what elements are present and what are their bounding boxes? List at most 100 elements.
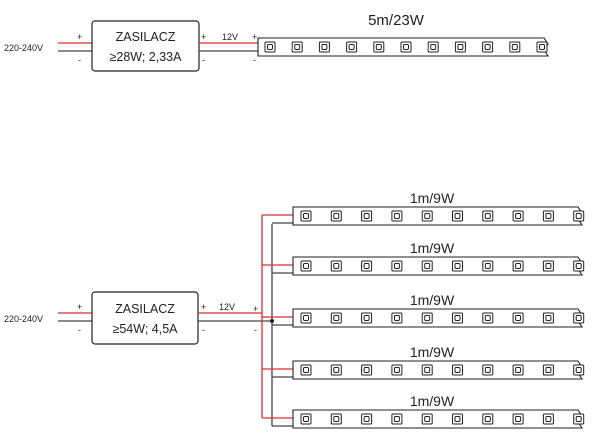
c2-output-voltage-label: 12V bbox=[219, 302, 235, 312]
c2-led-chip bbox=[512, 210, 524, 222]
c2-led-chip bbox=[391, 210, 403, 222]
c1-led-chip bbox=[454, 41, 466, 53]
c2-led-group bbox=[300, 260, 585, 272]
c2-led-chip bbox=[391, 260, 403, 272]
c1-strip-label: 5m/23W bbox=[368, 12, 425, 29]
c2-led-chip bbox=[512, 312, 524, 324]
c2-led-chip bbox=[573, 413, 585, 425]
c2-led-chip bbox=[482, 413, 494, 425]
c2-power-supply-rating: ≥54W; 4,5A bbox=[113, 322, 179, 336]
c2-led-chip bbox=[573, 364, 585, 376]
c2-led-chip bbox=[482, 312, 494, 324]
c2-led-chip bbox=[330, 364, 342, 376]
circuit-2: 220-240V + - ZASILACZ ≥54W; 4,5A + - 12V… bbox=[4, 190, 585, 429]
c1-led-chip bbox=[509, 41, 521, 53]
c2-led-chip bbox=[452, 413, 463, 425]
c2-led-chip bbox=[482, 364, 494, 376]
c2-led-chip bbox=[421, 413, 433, 425]
c2-strip-row: 1m/9W bbox=[262, 240, 585, 276]
c2-input-voltage-label: 220-240V bbox=[4, 314, 43, 324]
c2-bus-minus-sign: - bbox=[254, 325, 257, 335]
circuit-1: 220-240V + - ZASILACZ ≥28W; 2,33A + - 12… bbox=[4, 12, 550, 72]
c2-led-chip bbox=[452, 364, 463, 376]
c2-led-chip bbox=[391, 312, 403, 324]
c2-led-group bbox=[300, 364, 585, 376]
c1-led-chip bbox=[346, 41, 358, 53]
c2-led-chip bbox=[512, 260, 524, 272]
c2-led-group bbox=[300, 312, 585, 324]
c2-led-chip bbox=[300, 364, 312, 376]
c2-led-chip bbox=[542, 364, 554, 376]
c2-strip-label: 1m/9W bbox=[410, 292, 455, 308]
c2-led-group bbox=[300, 413, 585, 425]
c2-led-chip bbox=[512, 413, 524, 425]
c2-led-chip bbox=[452, 210, 463, 222]
c2-led-chip bbox=[330, 413, 342, 425]
c2-output-minus-sign: - bbox=[202, 325, 205, 335]
c1-led-chip bbox=[427, 41, 439, 53]
c2-led-chip bbox=[542, 210, 554, 222]
c2-output-plus-sign: + bbox=[201, 302, 206, 312]
c1-led-chip bbox=[373, 41, 385, 53]
c1-led-chip bbox=[482, 41, 494, 53]
c2-led-chip bbox=[421, 260, 433, 272]
c2-strip-label: 1m/9W bbox=[410, 190, 455, 206]
c1-input-minus-sign: - bbox=[78, 55, 81, 65]
c1-led-chip bbox=[291, 41, 303, 53]
c2-led-chip bbox=[361, 210, 373, 222]
c1-input-voltage-label: 220-240V bbox=[4, 43, 43, 53]
c1-led-chip bbox=[318, 41, 330, 53]
c2-strip-group: 1m/9W 1m/9W 1m/9W 1m/9W 1m/9W bbox=[262, 190, 585, 429]
c2-led-chip bbox=[361, 413, 373, 425]
c2-led-chip bbox=[573, 260, 585, 272]
c2-led-chip bbox=[361, 312, 373, 324]
c2-junction-dot bbox=[270, 319, 274, 323]
c2-led-chip bbox=[482, 260, 494, 272]
c2-led-chip bbox=[330, 260, 342, 272]
c1-led-chip bbox=[264, 41, 276, 53]
c2-strip-row: 1m/9W bbox=[262, 393, 585, 429]
c2-strip-label: 1m/9W bbox=[410, 393, 455, 409]
c2-led-chip bbox=[452, 312, 463, 324]
c2-power-supply-title: ZASILACZ bbox=[115, 302, 175, 316]
c2-strip-row: 1m/9W bbox=[262, 344, 585, 380]
c2-led-group bbox=[300, 210, 585, 222]
c2-led-chip bbox=[391, 364, 403, 376]
c2-strip-row: 1m/9W bbox=[262, 190, 585, 226]
c1-input-plus-sign: + bbox=[77, 32, 82, 42]
c2-led-chip bbox=[573, 210, 585, 222]
c1-led-chip bbox=[400, 41, 412, 53]
c2-led-chip bbox=[300, 312, 312, 324]
c1-output-minus-sign: - bbox=[202, 55, 205, 65]
c1-power-supply-rating: ≥28W; 2,33A bbox=[110, 50, 183, 64]
c2-led-chip bbox=[300, 260, 312, 272]
c2-led-chip bbox=[452, 260, 463, 272]
c2-led-chip bbox=[300, 413, 312, 425]
c2-led-chip bbox=[421, 312, 433, 324]
c2-led-chip bbox=[542, 413, 554, 425]
c2-input-minus-sign: - bbox=[78, 325, 81, 335]
c1-strip-plus-sign: + bbox=[252, 32, 257, 42]
c2-led-chip bbox=[421, 364, 433, 376]
c2-led-chip bbox=[391, 413, 403, 425]
c1-power-supply-title: ZASILACZ bbox=[116, 30, 176, 44]
c2-led-chip bbox=[573, 312, 585, 324]
c2-led-chip bbox=[482, 210, 494, 222]
c2-led-chip bbox=[330, 312, 342, 324]
c1-power-supply-box bbox=[91, 20, 200, 72]
c2-led-chip bbox=[512, 364, 524, 376]
c2-input-plus-sign: + bbox=[77, 302, 82, 312]
c2-strip-label: 1m/9W bbox=[410, 344, 455, 360]
c2-led-chip bbox=[300, 210, 312, 222]
c2-strip-label: 1m/9W bbox=[410, 240, 455, 256]
c2-led-chip bbox=[542, 312, 554, 324]
c2-strip-row: 1m/9W bbox=[262, 292, 585, 328]
c1-output-plus-sign: + bbox=[201, 32, 206, 42]
c2-led-chip bbox=[330, 210, 342, 222]
c1-led-chip bbox=[536, 41, 548, 53]
c1-output-voltage-label: 12V bbox=[222, 32, 238, 42]
c1-led-group bbox=[264, 41, 548, 53]
c2-led-chip bbox=[361, 260, 373, 272]
c2-led-chip bbox=[542, 260, 554, 272]
